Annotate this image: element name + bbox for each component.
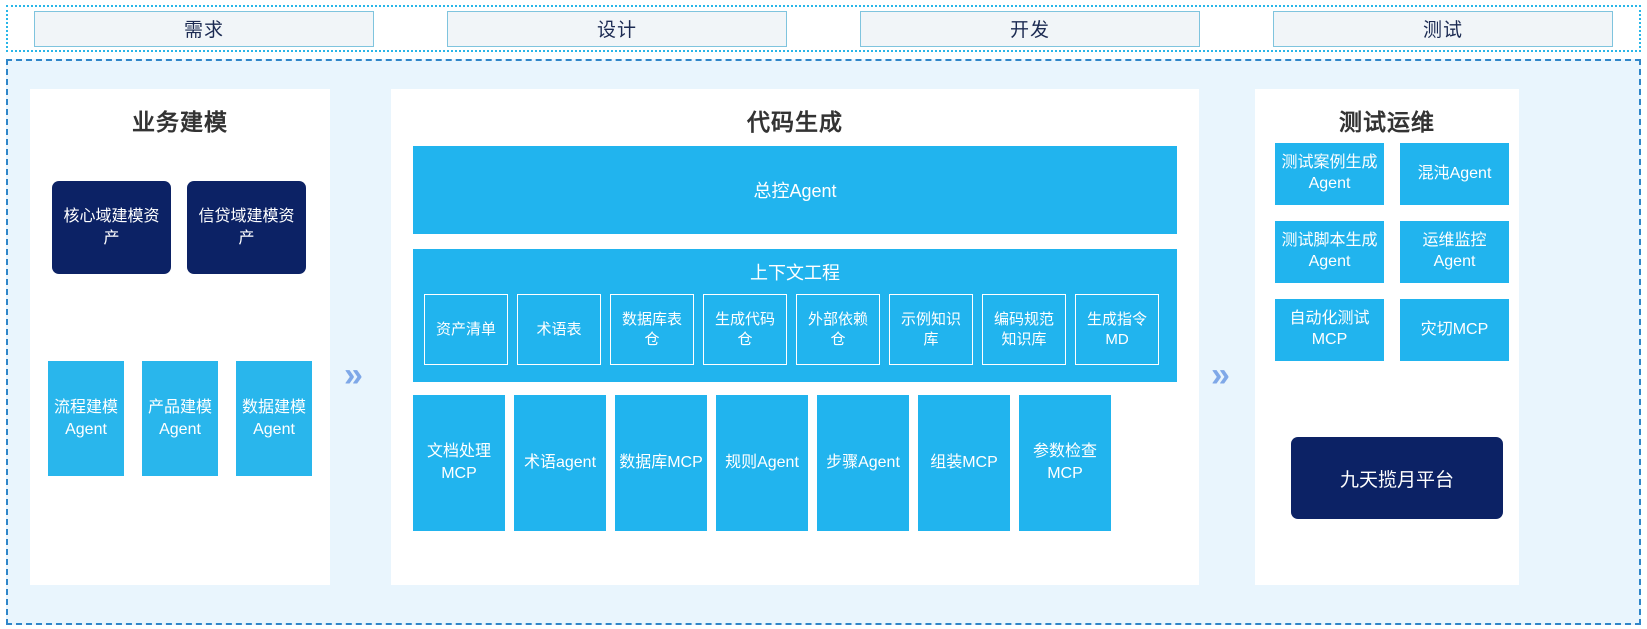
test-ops-panel: 测试运维 测试案例生成Agent 混沌Agent 测试脚本生成Agent 运维监… — [1255, 89, 1519, 585]
context-chip-generated-code-repo[interactable]: 生成代码仓 — [703, 294, 787, 365]
phase-tab-requirement[interactable]: 需求 — [34, 10, 374, 47]
code-generation-panel: 代码生成 总控Agent 上下文工程 资产清单 术语表 数据库表仓 生成代码仓 … — [391, 89, 1199, 585]
context-chip-example-knowledge[interactable]: 示例知识库 — [889, 294, 973, 365]
context-engineering-title: 上下文工程 — [750, 263, 840, 283]
modeling-agent-row: 流程建模Agent 产品建模Agent 数据建模Agent — [48, 361, 312, 476]
double-chevron-right-icon: » — [344, 356, 363, 394]
phase-tab-development[interactable]: 开发 — [860, 10, 1200, 47]
phase-strip: 需求 设计 开发 测试 — [6, 5, 1641, 52]
tool-card-row: 文档处理MCP 术语agent 数据库MCP 规则Agent 步骤Agent 组… — [413, 395, 1111, 531]
stage-area: 业务建模 核心域建模资产 信贷域建模资产 流程建模Agent 产品建模Agent… — [6, 59, 1641, 625]
flow-arrow-right: » — [1211, 356, 1230, 394]
asset-card-core-domain[interactable]: 核心域建模资产 — [52, 181, 171, 274]
tool-card-parameter-check-mcp[interactable]: 参数检查MCP — [1019, 395, 1111, 531]
modeling-asset-row: 核心域建模资产 信贷域建模资产 — [52, 181, 306, 274]
ops-card-test-case-generation-agent[interactable]: 测试案例生成Agent — [1275, 143, 1384, 205]
platform-card-jiutian[interactable]: 九天揽月平台 — [1291, 437, 1503, 519]
tool-card-database-mcp[interactable]: 数据库MCP — [615, 395, 707, 531]
test-ops-card-grid: 测试案例生成Agent 混沌Agent 测试脚本生成Agent 运维监控Agen… — [1275, 143, 1509, 361]
agent-card-data-modeling[interactable]: 数据建模Agent — [236, 361, 312, 476]
code-generation-column: 代码生成 总控Agent 上下文工程 资产清单 术语表 数据库表仓 生成代码仓 … — [391, 89, 1199, 585]
asset-card-credit-domain[interactable]: 信贷域建模资产 — [187, 181, 306, 274]
context-chip-coding-standards[interactable]: 编码规范知识库 — [982, 294, 1066, 365]
ops-card-chaos-agent[interactable]: 混沌Agent — [1400, 143, 1509, 205]
context-chip-generation-instruction-md[interactable]: 生成指令MD — [1075, 294, 1159, 365]
context-chip-asset-inventory[interactable]: 资产清单 — [424, 294, 508, 365]
double-chevron-right-icon: » — [1211, 356, 1230, 394]
tool-card-assembly-mcp[interactable]: 组装MCP — [918, 395, 1010, 531]
test-ops-title: 测试运维 — [1339, 109, 1435, 135]
agent-card-process-modeling[interactable]: 流程建模Agent — [48, 361, 124, 476]
context-engineering-band: 上下文工程 资产清单 术语表 数据库表仓 生成代码仓 外部依赖仓 示例知识库 编… — [413, 249, 1177, 382]
tool-card-document-processing-mcp[interactable]: 文档处理MCP — [413, 395, 505, 531]
context-chip-row: 资产清单 术语表 数据库表仓 生成代码仓 外部依赖仓 示例知识库 编码规范知识库… — [424, 294, 1159, 365]
context-chip-external-deps-repo[interactable]: 外部依赖仓 — [796, 294, 880, 365]
context-chip-glossary[interactable]: 术语表 — [517, 294, 601, 365]
ops-card-automated-test-mcp[interactable]: 自动化测试MCP — [1275, 299, 1384, 361]
business-modeling-title: 业务建模 — [132, 109, 228, 135]
ops-card-disaster-switch-mcp[interactable]: 灾切MCP — [1400, 299, 1509, 361]
flow-arrow-left: » — [344, 356, 363, 394]
business-modeling-panel: 业务建模 核心域建模资产 信贷域建模资产 流程建模Agent 产品建模Agent… — [30, 89, 330, 585]
tool-card-step-agent[interactable]: 步骤Agent — [817, 395, 909, 531]
business-modeling-column: 业务建模 核心域建模资产 信贷域建模资产 流程建模Agent 产品建模Agent… — [30, 89, 330, 585]
ops-card-ops-monitoring-agent[interactable]: 运维监控Agent — [1400, 221, 1509, 283]
phase-tab-design[interactable]: 设计 — [447, 10, 787, 47]
phase-tab-testing[interactable]: 测试 — [1273, 10, 1613, 47]
test-ops-column: 测试运维 测试案例生成Agent 混沌Agent 测试脚本生成Agent 运维监… — [1255, 89, 1519, 585]
agent-card-product-modeling[interactable]: 产品建模Agent — [142, 361, 218, 476]
code-generation-title: 代码生成 — [747, 109, 843, 135]
tool-card-glossary-agent[interactable]: 术语agent — [514, 395, 606, 531]
tool-card-rule-agent[interactable]: 规则Agent — [716, 395, 808, 531]
context-chip-db-table-repo[interactable]: 数据库表仓 — [610, 294, 694, 365]
ops-card-test-script-generation-agent[interactable]: 测试脚本生成Agent — [1275, 221, 1384, 283]
master-agent-banner[interactable]: 总控Agent — [413, 146, 1177, 234]
